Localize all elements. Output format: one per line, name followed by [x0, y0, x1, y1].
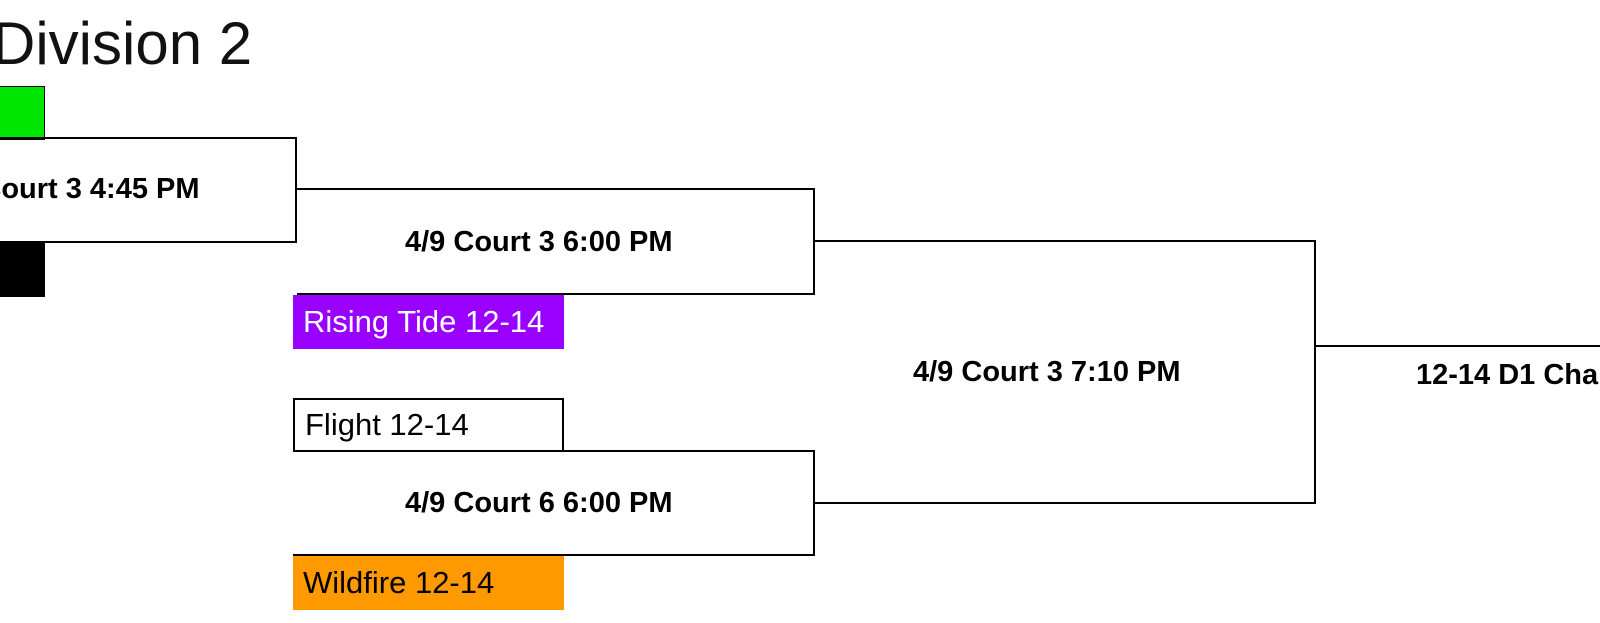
game-label-round2-bottom: 4/9 Court 6 6:00 PM [405, 487, 673, 519]
final-champion-label: 12-14 D1 Champion [1416, 359, 1600, 391]
team-wildfire: Wildfire 12-14 [293, 556, 564, 610]
game-label-round3: 4/9 Court 3 7:10 PM [913, 356, 1181, 388]
final-line [1316, 345, 1600, 347]
team-slot-green [0, 86, 45, 140]
round2-bracket-top [297, 188, 815, 295]
game-label-round1-top: 4/9 Court 3 4:45 PM [0, 173, 200, 205]
round2-bracket-bottom [293, 450, 815, 556]
team-slot-black [0, 243, 45, 297]
bracket-title: Division 2 [0, 10, 253, 77]
team-flight: Flight 12-14 [293, 398, 564, 452]
team-rising-tide: Rising Tide 12-14 [293, 295, 564, 349]
round1-bracket-top [0, 137, 297, 243]
round3-bracket [815, 240, 1316, 504]
game-label-round2-top: 4/9 Court 3 6:00 PM [405, 226, 673, 258]
